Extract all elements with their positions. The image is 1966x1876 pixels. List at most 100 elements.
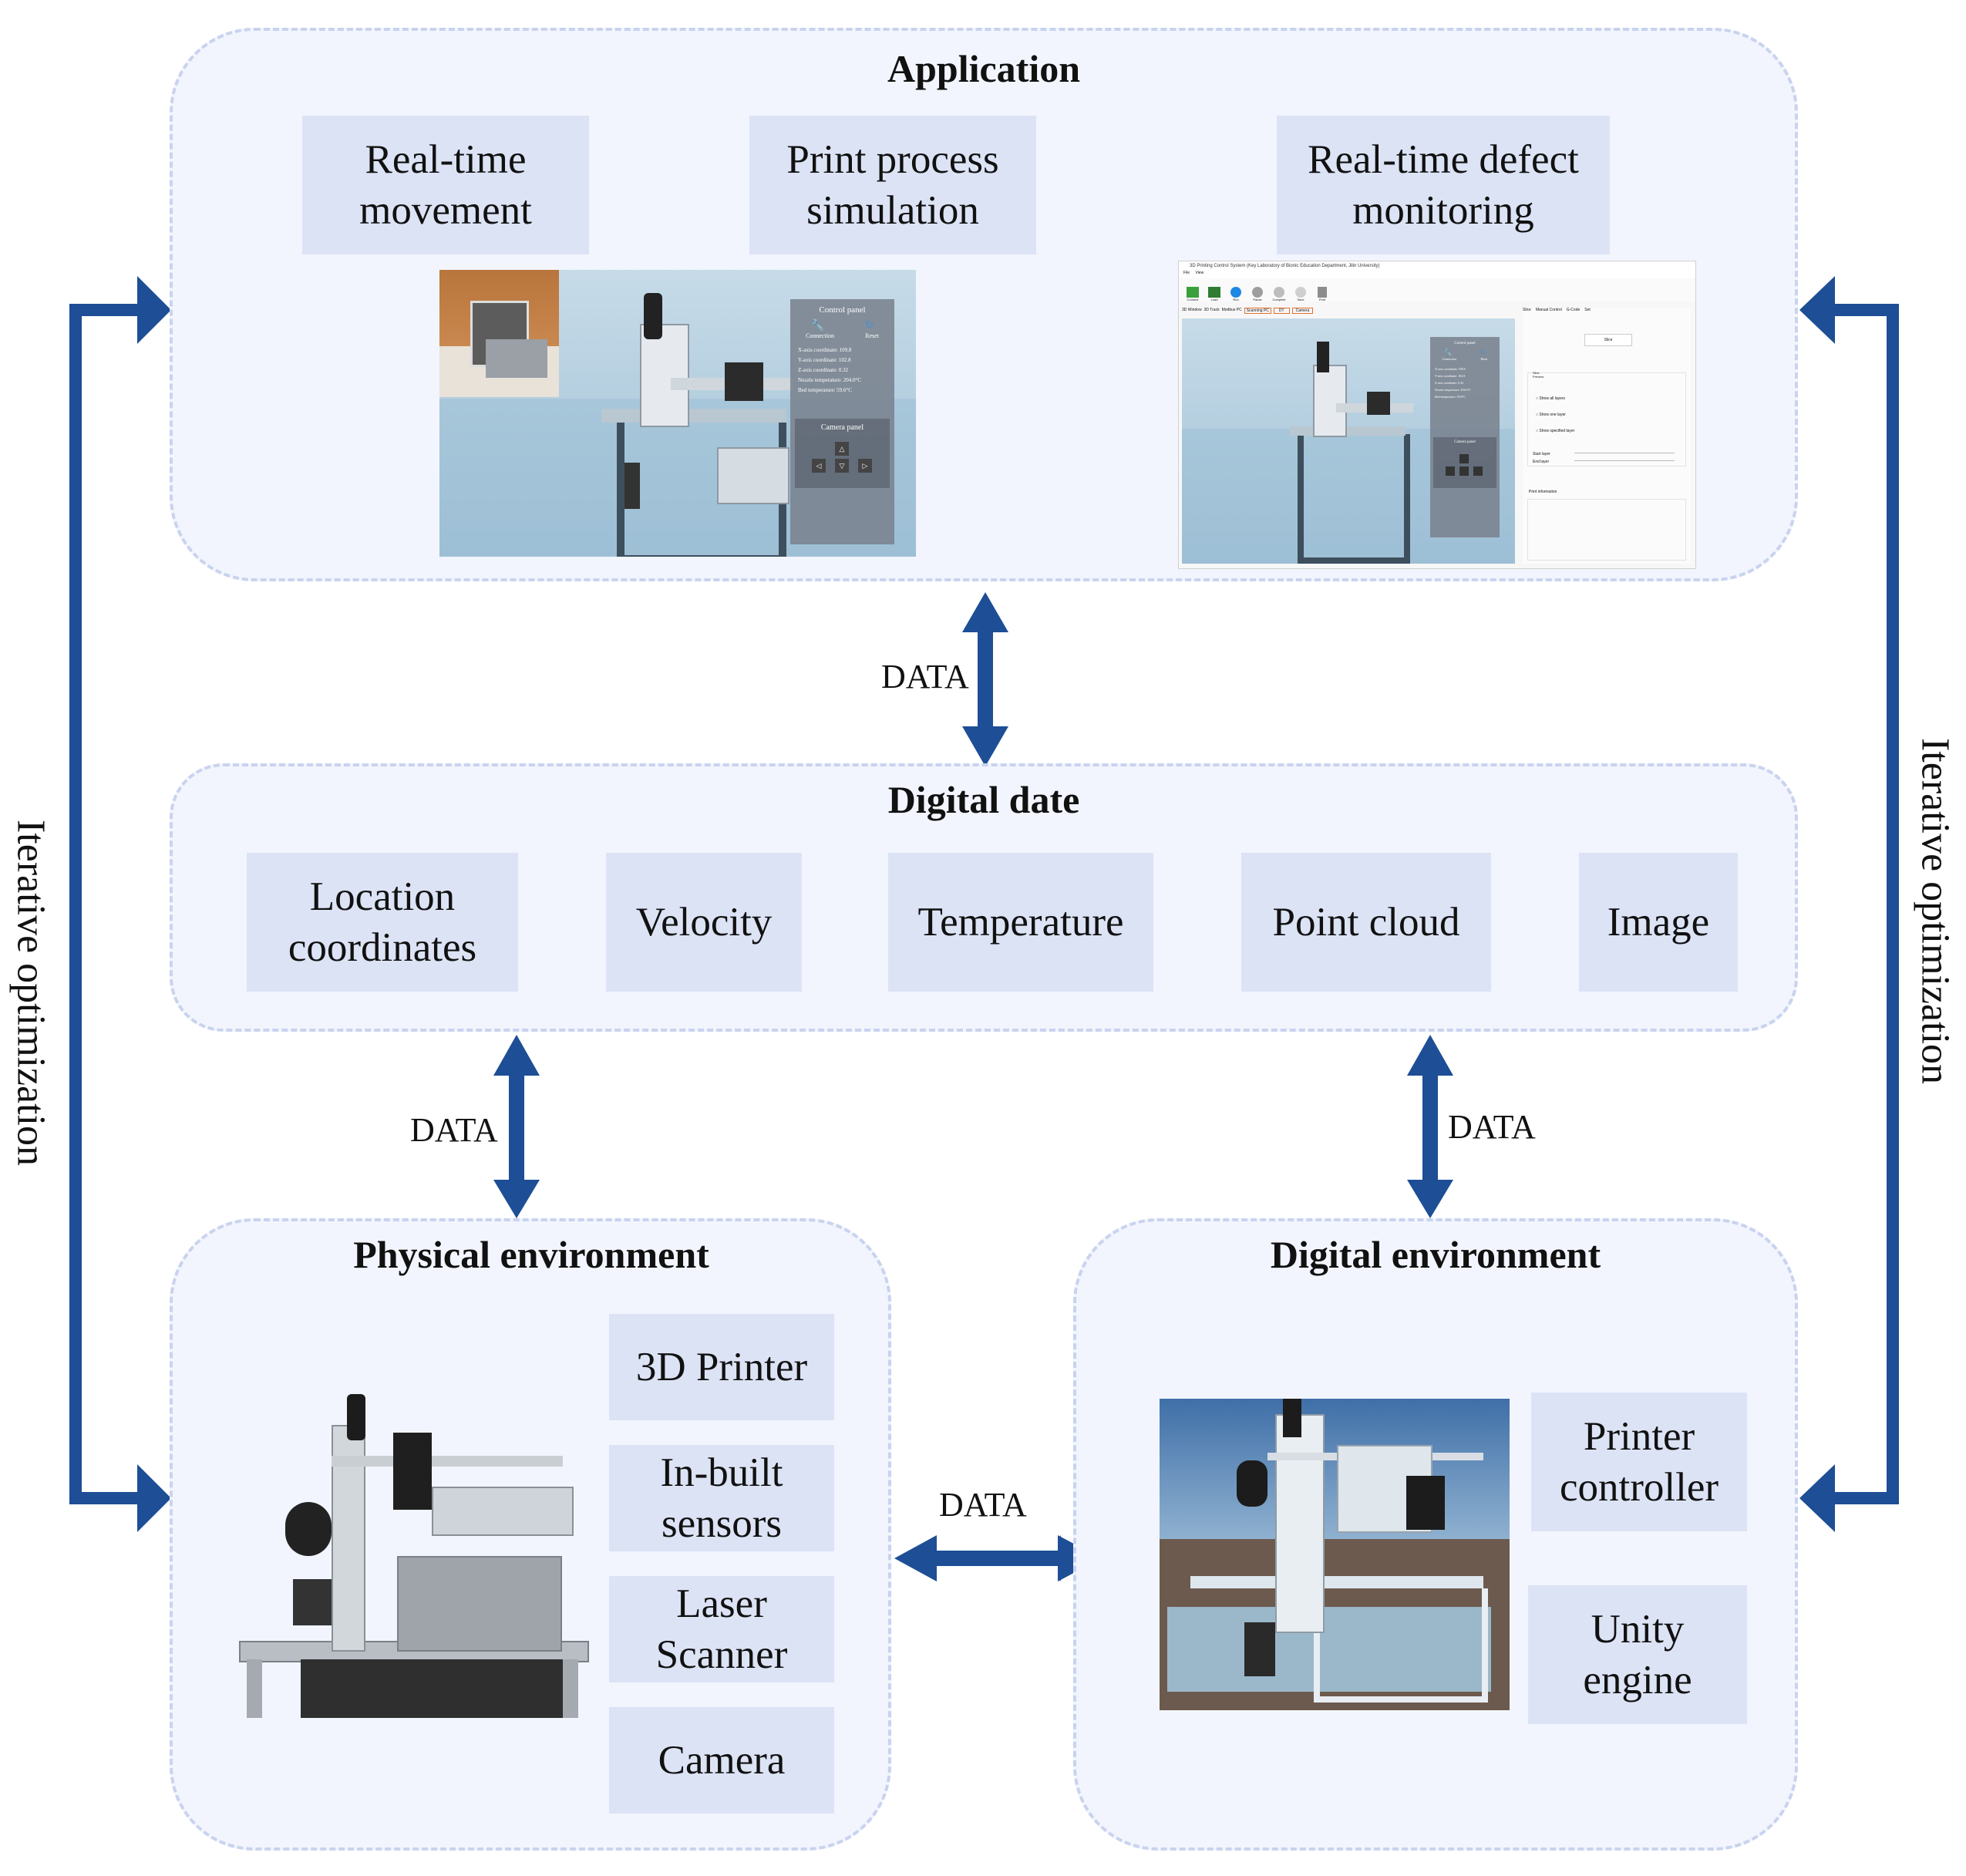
physical-environment-title: Physical environment bbox=[353, 1233, 709, 1276]
digital-data-panel: Digital date Location coordinates Veloci… bbox=[170, 763, 1798, 1032]
toolbar-complete[interactable]: Complete bbox=[1270, 287, 1288, 301]
left-loop-head-bottom bbox=[137, 1464, 171, 1532]
box-unity-engine: Unity engine bbox=[1528, 1585, 1747, 1724]
left-tab-bar: 3D Window 3D Track Modbus PC Scanning PC… bbox=[1182, 308, 1314, 314]
window-title: 3D Printing Control System (Key Laborato… bbox=[1190, 264, 1380, 268]
left-loop-head-top bbox=[137, 276, 171, 344]
load-icon bbox=[1208, 287, 1220, 298]
camera-right-button[interactable]: ▷ bbox=[858, 459, 872, 473]
connect-icon bbox=[1187, 287, 1199, 298]
complete-icon bbox=[1274, 287, 1284, 298]
data-label-digital-physical: DATA bbox=[410, 1111, 498, 1149]
box-location-coordinates: Location coordinates bbox=[247, 853, 518, 992]
digital-environment-panel: Digital environment Printer controller U… bbox=[1073, 1218, 1798, 1851]
arrow-app-digitaldata bbox=[962, 592, 1008, 766]
end-layer-slider[interactable] bbox=[1574, 460, 1675, 461]
simulation-screenshot: Control panel 🔧 ↻ Connection Reset X-axi… bbox=[439, 270, 916, 557]
start-layer-label: Start layer bbox=[1533, 452, 1550, 456]
option-show-one-layer[interactable]: ○ Show one layer bbox=[1536, 413, 1566, 417]
end-layer-label: End layer bbox=[1533, 460, 1550, 464]
iterative-label-left: Iterative optimization bbox=[8, 819, 53, 1167]
readout-x: X-axis coordinate: 109.8 bbox=[798, 347, 852, 353]
tab-manual-control[interactable]: Manual Control bbox=[1535, 308, 1562, 312]
box-printer-controller: Printer controller bbox=[1531, 1393, 1747, 1531]
tab-3d-window[interactable]: 3D Window bbox=[1182, 308, 1202, 312]
control-panel-title: Control panel bbox=[819, 305, 866, 315]
box-3d-printer: 3D Printer bbox=[609, 1314, 834, 1420]
right-side-panel: Slice Manual Control G-Code Set Slice Sl… bbox=[1523, 308, 1691, 564]
tab-3d-track[interactable]: 3D Track bbox=[1204, 308, 1220, 312]
toolbar-run[interactable]: Run bbox=[1227, 287, 1245, 301]
box-real-time-movement: Real-time movement bbox=[302, 116, 589, 254]
camera-up-button[interactable]: △ bbox=[835, 442, 849, 456]
iterative-label-right: Iterative optimization bbox=[1913, 737, 1958, 1085]
box-velocity: Velocity bbox=[606, 853, 802, 992]
slice-button[interactable]: Slice bbox=[1584, 334, 1632, 346]
tab-slice[interactable]: Slice bbox=[1523, 308, 1531, 312]
dt-camera-up[interactable] bbox=[1459, 454, 1469, 463]
tab-modbus-pc[interactable]: Modbus PC bbox=[1221, 308, 1242, 312]
dt-reset-icon[interactable]: ↻ bbox=[1480, 349, 1486, 356]
option-show-all-layers[interactable]: ○ Show all layers bbox=[1536, 396, 1566, 401]
tab-camera[interactable]: Camera bbox=[1291, 308, 1314, 314]
option-show-specified-layer[interactable]: ○ Show specified layer bbox=[1536, 429, 1575, 433]
tab-set[interactable]: Set bbox=[1584, 308, 1591, 312]
toolbar-connect[interactable]: Connect bbox=[1183, 287, 1202, 301]
box-temperature: Temperature bbox=[888, 853, 1153, 992]
left-loop-line bbox=[69, 304, 139, 1504]
camera-left-button[interactable]: ◁ bbox=[812, 459, 826, 473]
menu-file[interactable]: File bbox=[1183, 271, 1190, 275]
arrow-digitaldata-digitalenv bbox=[1407, 1035, 1453, 1218]
right-loop-head-bottom bbox=[1799, 1464, 1835, 1532]
toolbar-pause[interactable]: Pause bbox=[1248, 287, 1267, 301]
box-in-built-sensors: In-built sensors bbox=[609, 1445, 834, 1551]
box-camera: Camera bbox=[609, 1707, 834, 1814]
toolbar-print[interactable]: Print bbox=[1313, 287, 1331, 301]
slice-preview-label: Slice Preview bbox=[1533, 371, 1544, 379]
readout-nozzle: Nozzle temperature: 204.0°C bbox=[798, 377, 861, 383]
dt-camera-right[interactable] bbox=[1473, 466, 1483, 476]
connection-label: Connection bbox=[806, 332, 834, 339]
application-title: Application bbox=[887, 47, 1081, 90]
tab-dt[interactable]: DT bbox=[1273, 308, 1290, 314]
digital-environment-title: Digital environment bbox=[1270, 1233, 1601, 1276]
run-icon bbox=[1230, 287, 1241, 298]
digital-data-title: Digital date bbox=[887, 778, 1080, 821]
menu-view[interactable]: View bbox=[1195, 271, 1204, 275]
readout-y: Y-axis coordinate: 102.8 bbox=[798, 357, 851, 363]
print-information-label: Print information bbox=[1529, 490, 1557, 494]
print-information-box bbox=[1527, 499, 1686, 561]
tab-g-code[interactable]: G-Code bbox=[1566, 308, 1581, 312]
readout-bed: Bed temperature: 59.6°C bbox=[798, 387, 852, 393]
dt-camera-down[interactable] bbox=[1459, 466, 1469, 476]
arrow-physical-digitalenv bbox=[894, 1535, 1101, 1581]
toolbar-load[interactable]: Load bbox=[1205, 287, 1224, 301]
camera-panel-title: Camera panel bbox=[820, 423, 864, 432]
camera-down-button[interactable]: ▽ bbox=[835, 459, 849, 473]
slice-preview-group: Slice Preview ○ Show all layers ○ Show o… bbox=[1527, 371, 1686, 466]
toolbar: Connect Load Run Pause Complete Save Pri… bbox=[1179, 278, 1695, 301]
tab-scanning-pc[interactable]: Scanning PC bbox=[1244, 308, 1271, 314]
box-print-process-simulation: Print process simulation bbox=[749, 116, 1036, 254]
physical-printer-photo bbox=[239, 1394, 589, 1718]
box-point-cloud: Point cloud bbox=[1241, 853, 1491, 992]
photo-inset bbox=[439, 270, 559, 397]
reset-label: Reset bbox=[865, 332, 879, 339]
reset-icon[interactable]: ↻ bbox=[864, 320, 874, 332]
dt-wrench-icon[interactable]: 🔧 bbox=[1443, 349, 1453, 356]
dt-camera-left[interactable] bbox=[1446, 466, 1455, 476]
software-screenshot: 3D Printing Control System (Key Laborato… bbox=[1178, 261, 1696, 569]
save-icon bbox=[1295, 287, 1306, 298]
printer-model bbox=[601, 293, 833, 557]
box-image: Image bbox=[1579, 853, 1738, 992]
control-panel: Control panel 🔧 ↻ Connection Reset X-axi… bbox=[790, 299, 894, 544]
print-icon bbox=[1318, 287, 1327, 298]
wrench-icon[interactable]: 🔧 bbox=[810, 320, 824, 332]
toolbar-save[interactable]: Save bbox=[1291, 287, 1310, 301]
arrow-digitaldata-physical bbox=[493, 1035, 540, 1218]
right-loop-head-top bbox=[1799, 276, 1835, 344]
box-real-time-defect-monitoring: Real-time defect monitoring bbox=[1277, 116, 1610, 254]
